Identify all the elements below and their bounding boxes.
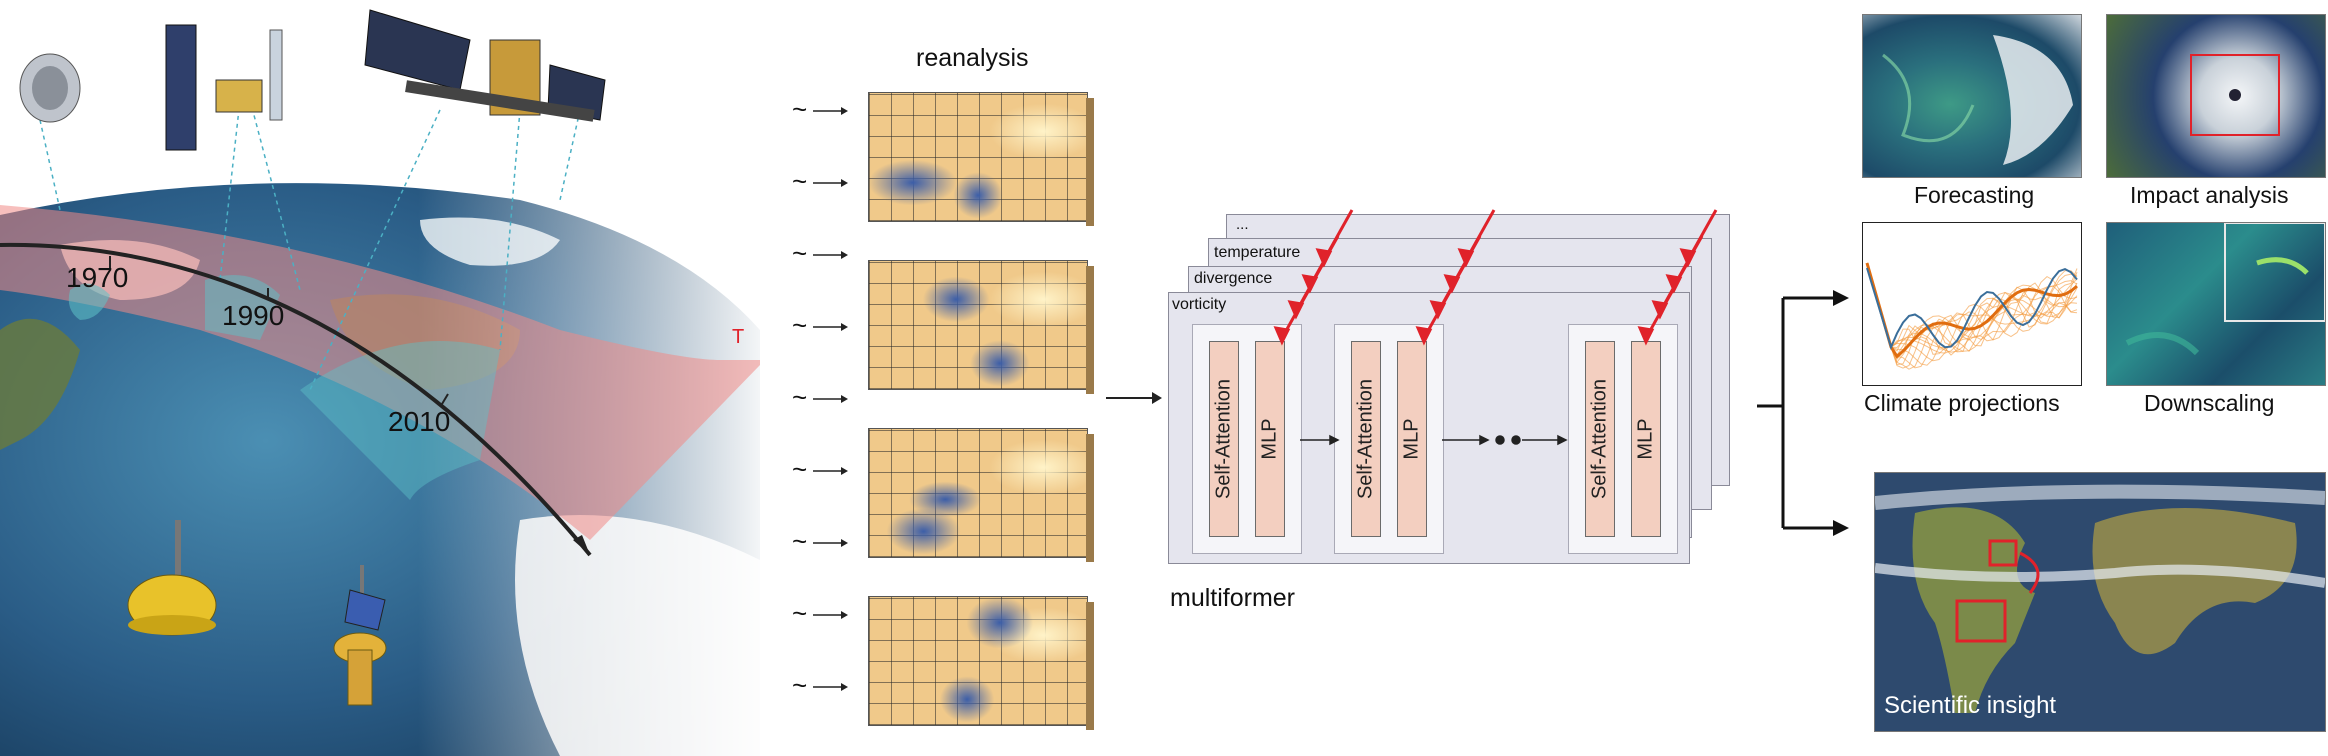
satellite-icon bbox=[19, 53, 81, 123]
input-tilde-row: ~ bbox=[792, 238, 851, 269]
impact-analysis-image bbox=[2106, 14, 2326, 178]
tilde-arrow bbox=[813, 395, 849, 404]
reanalysis-field bbox=[868, 428, 1088, 558]
ensemble-curve bbox=[1866, 262, 2078, 353]
input-tilde-row: ~ bbox=[792, 454, 851, 485]
layer-divergence-label: divergence bbox=[1194, 270, 1273, 287]
tilde-glyph: ~ bbox=[792, 94, 808, 124]
layer-ellipsis-label: ... bbox=[1236, 216, 1249, 233]
tilde-glyph: ~ bbox=[792, 598, 808, 628]
reanalysis-field-depth bbox=[1086, 98, 1094, 226]
input-tilde-row: ~ bbox=[792, 670, 851, 701]
tilde-arrow bbox=[813, 467, 849, 476]
tilde-glyph: ~ bbox=[792, 166, 808, 196]
reanalysis-title: reanalysis bbox=[916, 44, 1029, 72]
ensemble-curve bbox=[1866, 262, 2078, 366]
ensemble-mean-curve bbox=[1865, 262, 2078, 359]
tilde-arrow bbox=[813, 539, 849, 548]
tilde-glyph: ~ bbox=[792, 526, 808, 556]
ensemble-curve bbox=[1866, 262, 2078, 356]
mlp-bar: MLP bbox=[1631, 341, 1661, 537]
reanalysis-field bbox=[868, 596, 1088, 726]
tilde-glyph: ~ bbox=[792, 382, 808, 412]
reanalysis-field-depth bbox=[1086, 602, 1094, 730]
forecasting-label: Forecasting bbox=[1914, 182, 2035, 208]
climate-projections-plot bbox=[1862, 222, 2082, 386]
reanalysis-field bbox=[868, 92, 1088, 222]
mlp-bar: MLP bbox=[1397, 341, 1427, 537]
input-tilde-row: ~ bbox=[792, 598, 851, 629]
satellite-icon bbox=[364, 9, 606, 122]
buoy-icon bbox=[127, 520, 217, 636]
tilde-arrow bbox=[813, 107, 849, 116]
mlp-bar: MLP bbox=[1255, 341, 1285, 537]
input-arrow bbox=[1106, 392, 1162, 404]
transformer-block-1: Self-Attention MLP bbox=[1192, 324, 1302, 554]
tilde-glyph: ~ bbox=[792, 670, 808, 700]
reanalysis-field bbox=[868, 260, 1088, 390]
input-tilde-row: ~ bbox=[792, 382, 851, 413]
input-injection-arrowhead bbox=[1637, 326, 1655, 346]
output-branch-arrows bbox=[1757, 290, 1849, 536]
self-attention-bar: Self-Attention bbox=[1585, 341, 1615, 537]
reanalysis-field-depth bbox=[1086, 434, 1094, 562]
layer-vorticity-label: vorticity bbox=[1172, 296, 1227, 313]
tilde-glyph: ~ bbox=[792, 238, 808, 268]
impact-analysis-label: Impact analysis bbox=[2130, 182, 2289, 208]
tilde-arrow bbox=[813, 179, 849, 188]
tilde-arrow bbox=[813, 611, 849, 620]
input-tilde-row: ~ bbox=[792, 94, 851, 125]
self-attention-bar: Self-Attention bbox=[1351, 341, 1381, 537]
transformer-block-2: Self-Attention MLP bbox=[1334, 324, 1444, 554]
input-injection-arrowhead bbox=[1415, 326, 1433, 346]
self-attention-bar: Self-Attention bbox=[1209, 341, 1239, 537]
input-tilde-row: ~ bbox=[792, 166, 851, 197]
tilde-glyph: ~ bbox=[792, 454, 808, 484]
year-1990-label: 1990 bbox=[222, 300, 285, 331]
scientific-insight-label: Scientific insight bbox=[1884, 692, 2057, 719]
satellite-icon bbox=[165, 24, 283, 151]
layer-temperature-label: temperature bbox=[1214, 244, 1301, 261]
year-2010-label: 2010 bbox=[388, 406, 451, 437]
tilde-arrow bbox=[813, 251, 849, 260]
downscaling-label: Downscaling bbox=[2144, 390, 2275, 416]
year-1970-label: 1970 bbox=[66, 262, 129, 293]
observed-curve bbox=[1866, 267, 2078, 351]
downscaling-image bbox=[2106, 222, 2326, 386]
ensemble-curve bbox=[1866, 262, 2078, 362]
tilde-glyph: ~ bbox=[792, 310, 808, 340]
time-axis-label: T bbox=[732, 326, 745, 348]
tilde-arrow bbox=[813, 323, 849, 332]
multiformer-connectors bbox=[1273, 209, 1718, 446]
earth-observation-illustration bbox=[0, 0, 760, 756]
scientific-insight-map bbox=[1874, 472, 2326, 732]
input-tilde-row: ~ bbox=[792, 526, 851, 557]
buoy-icon bbox=[333, 565, 387, 706]
reanalysis-field-depth bbox=[1086, 266, 1094, 394]
multiformer-caption: multiformer bbox=[1170, 584, 1296, 612]
tilde-arrow bbox=[813, 683, 849, 692]
ensemble-curve bbox=[1866, 262, 2078, 353]
ensemble-curve bbox=[1866, 262, 2078, 364]
forecasting-image bbox=[1862, 14, 2082, 178]
input-tilde-row: ~ bbox=[792, 310, 851, 341]
climate-projections-label: Climate projections bbox=[1864, 390, 2060, 416]
input-injection-arrowhead bbox=[1273, 326, 1291, 346]
transformer-block-3: Self-Attention MLP bbox=[1568, 324, 1678, 554]
